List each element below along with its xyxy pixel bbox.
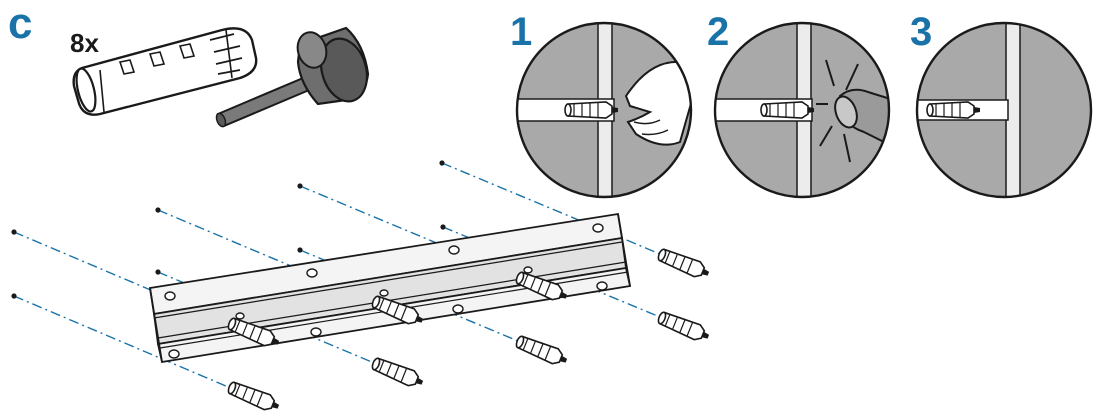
step-2-detail [713, 21, 891, 199]
wall-plug-icon [72, 27, 258, 116]
quantity-label: 8x [70, 28, 99, 58]
drill-holes [11, 160, 446, 299]
step-1-label: 1 [510, 10, 533, 54]
step-3-detail [915, 21, 1093, 199]
step-2-label: 2 [707, 10, 730, 54]
mallet-icon [215, 26, 370, 128]
step-1-detail [515, 21, 693, 199]
step-3-label: 3 [910, 10, 933, 54]
section-label: c [8, 0, 33, 48]
